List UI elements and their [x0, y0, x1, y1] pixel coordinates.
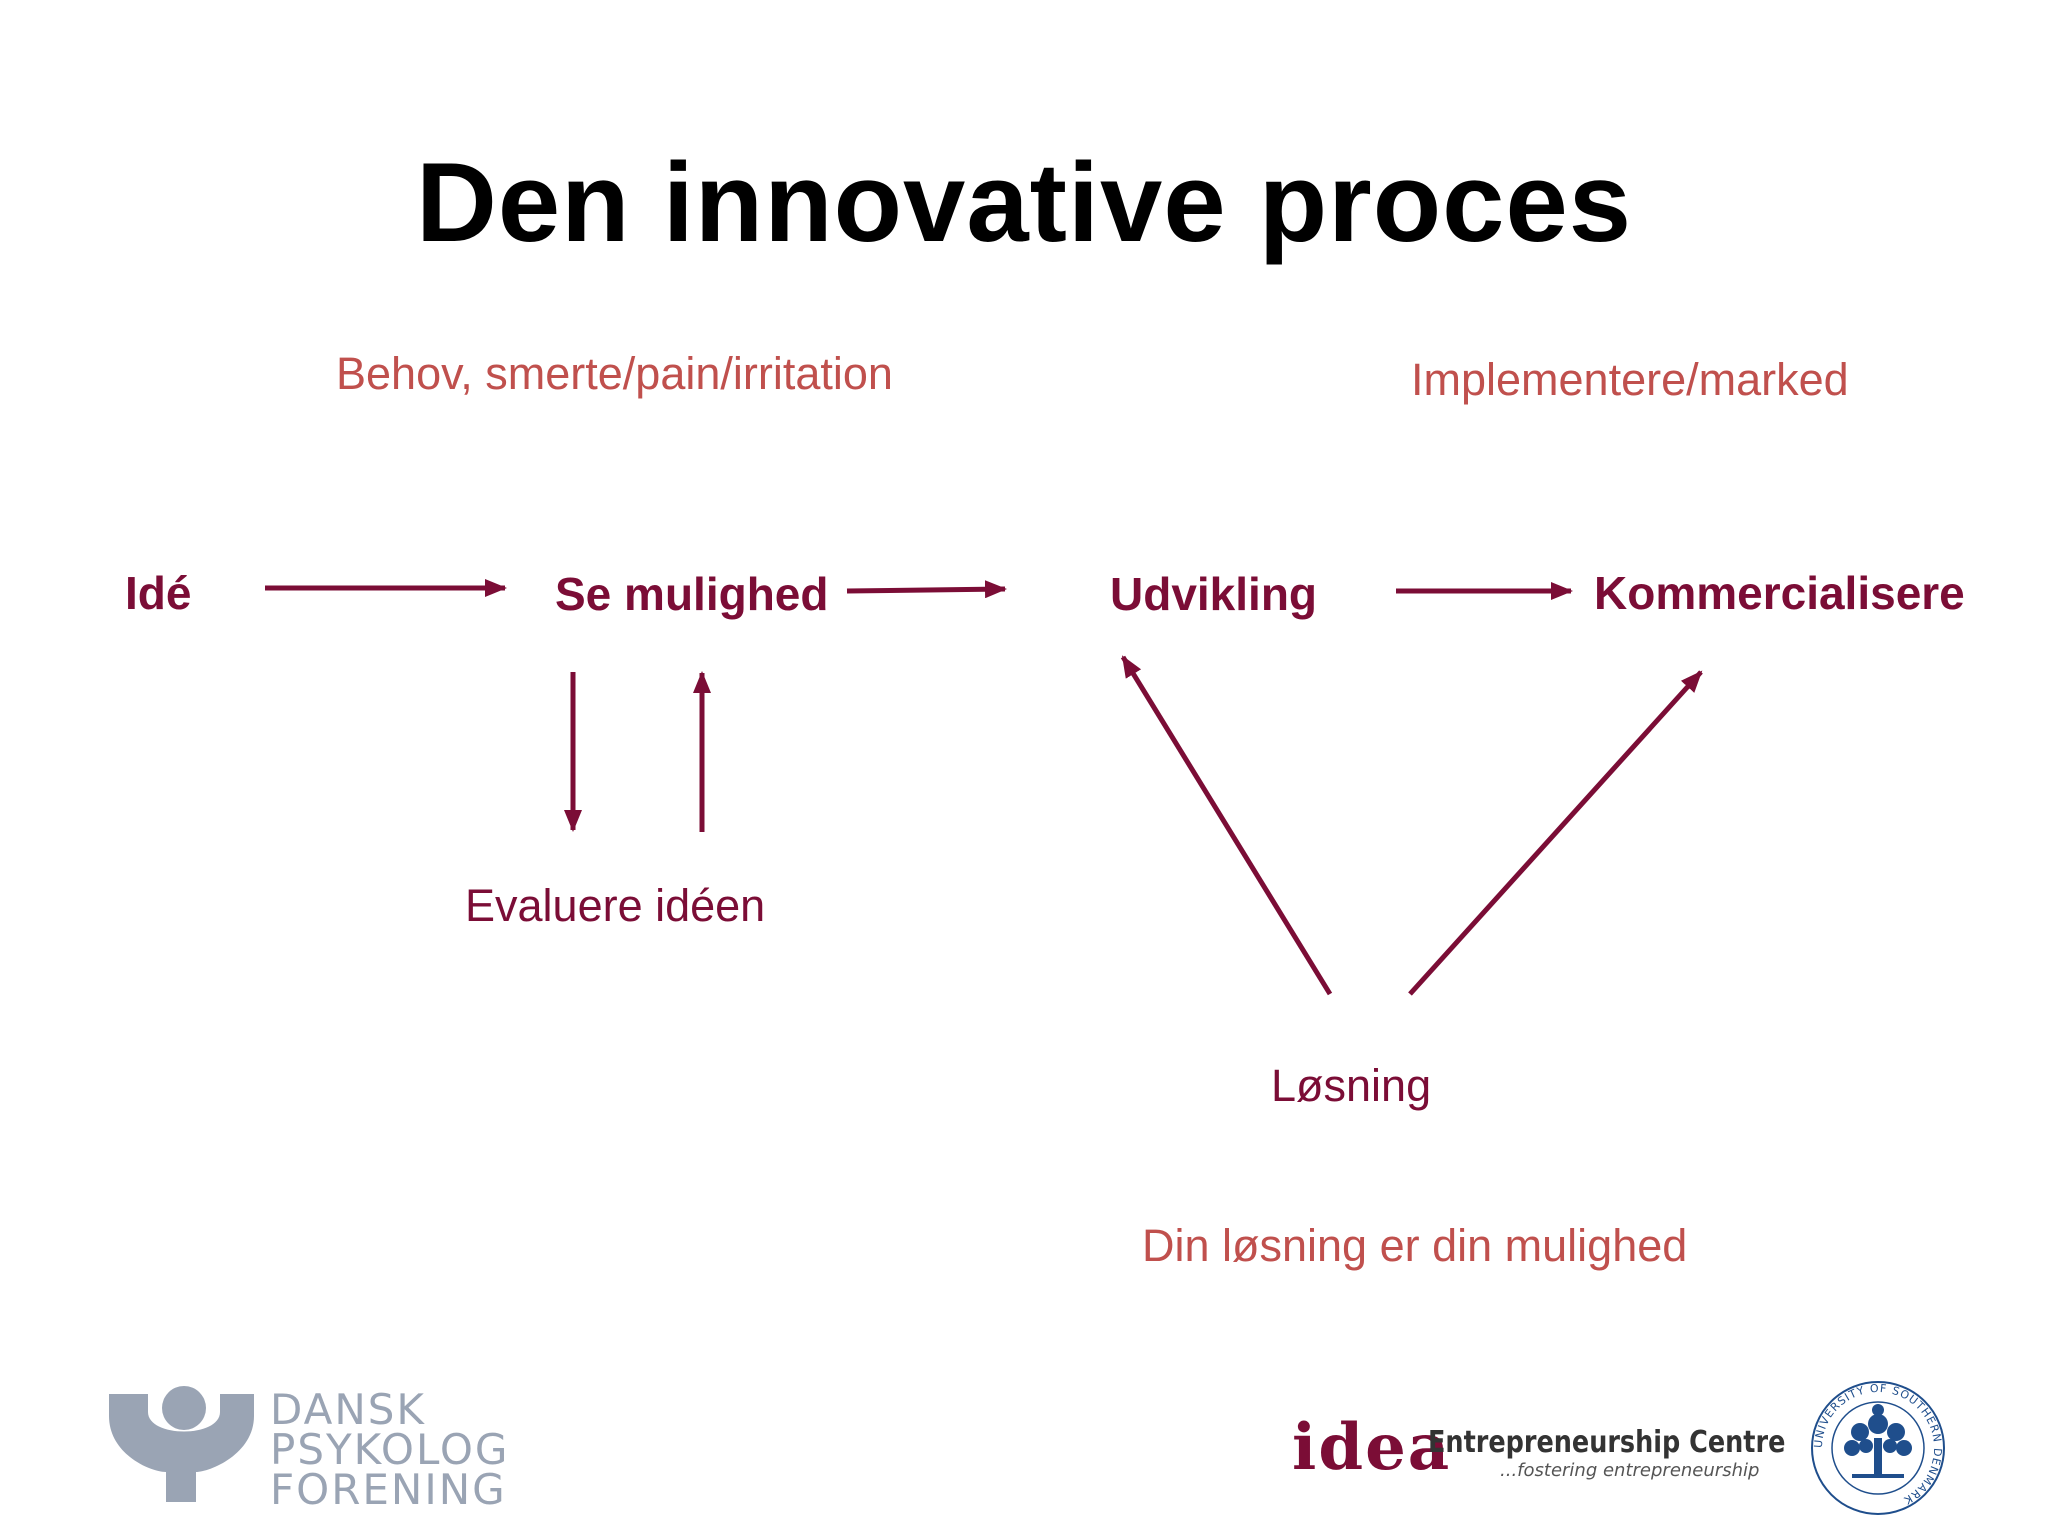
- slide-title: Den innovative proces: [415, 140, 1633, 265]
- dpf-logo-mark: [109, 1386, 254, 1502]
- arrow-losning-to-kommercialisere: [1408, 670, 1703, 996]
- note-behov: Behov, smerte/pain/irritation: [336, 348, 893, 399]
- idea-logo-word: idea: [1292, 1410, 1452, 1485]
- idea-logo-subtitle: ...fostering entrepreneurship: [1500, 1460, 1760, 1481]
- dpf-logo-line3: FORENING: [270, 1465, 507, 1514]
- note-din-losning: Din løsning er din mulighed: [1142, 1220, 1688, 1271]
- arrow-losning-to-udvikling: [1120, 655, 1333, 996]
- node-kommercialisere: Kommercialisere: [1594, 567, 1965, 619]
- dpf-logo-line1: DANSK: [270, 1385, 426, 1434]
- dpf-logo-line2: PSYKOLOG: [270, 1425, 510, 1474]
- sdu-logo-seal: UNIVERSITY OF SOUTHERN DENMARK: [1811, 1381, 1945, 1515]
- idea-logo-title: Entrepreneurship Centre: [1428, 1425, 1786, 1460]
- node-udvikling: Udvikling: [1110, 568, 1318, 620]
- node-ide: Idé: [125, 567, 192, 619]
- node-evaluere: Evaluere idéen: [465, 880, 766, 931]
- note-implementere: Implementere/marked: [1411, 354, 1849, 405]
- node-se-mulighed: Se mulighed: [555, 568, 829, 620]
- arrow-se-mulighed-to-udvikling: [846, 580, 1007, 599]
- node-losning: Løsning: [1271, 1060, 1432, 1111]
